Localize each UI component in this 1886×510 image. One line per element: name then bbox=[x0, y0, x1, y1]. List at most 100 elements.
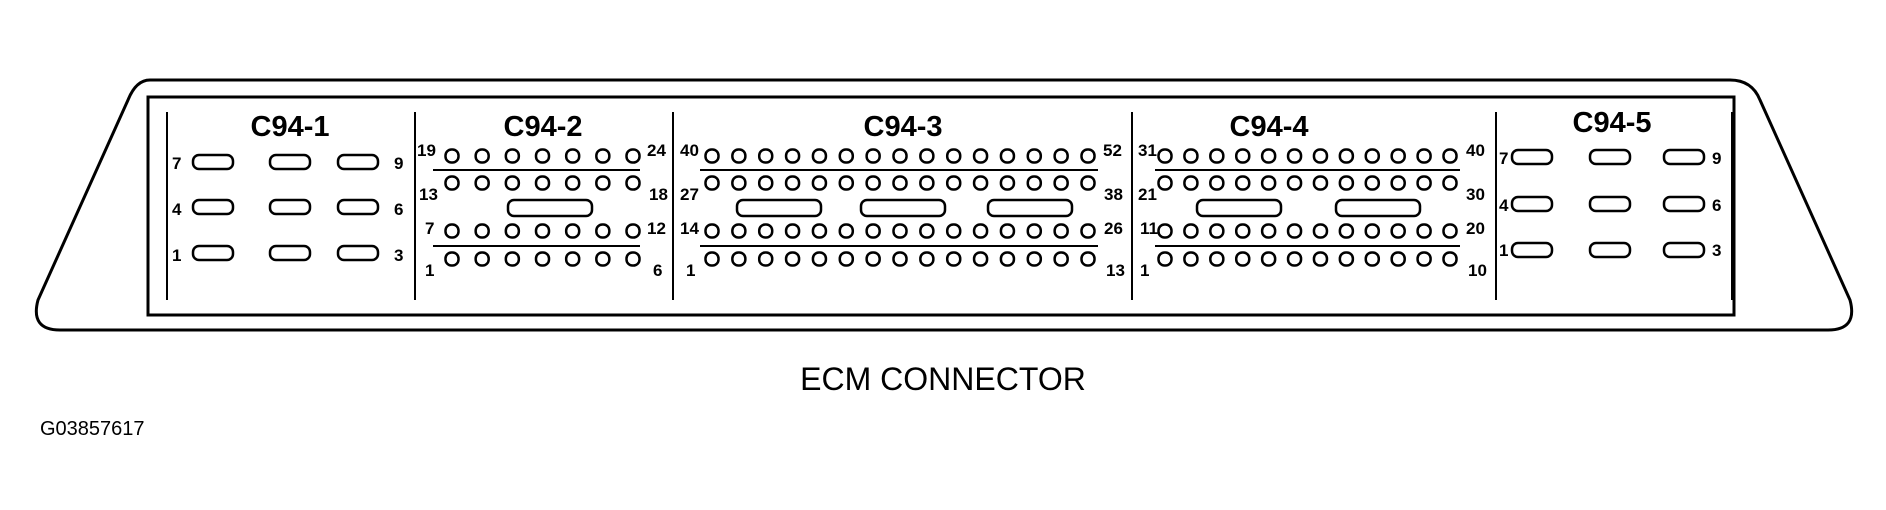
pin-cavity bbox=[1338, 223, 1355, 239]
pin-cavity bbox=[1080, 148, 1096, 164]
pin-cavity bbox=[1416, 223, 1432, 239]
pin-cavity bbox=[1442, 148, 1458, 164]
pin-cavity bbox=[1416, 148, 1432, 164]
pin-label: 13 bbox=[1106, 261, 1125, 280]
pin-cavity bbox=[1662, 195, 1706, 213]
pin-label: 10 bbox=[1468, 261, 1487, 280]
pin-cavity bbox=[892, 148, 908, 164]
pin-cavity bbox=[1338, 175, 1355, 191]
pin-cavity bbox=[1338, 251, 1355, 267]
pin-cavity bbox=[1416, 175, 1432, 191]
pin-cavity bbox=[757, 251, 774, 267]
pin-cavity-large bbox=[1334, 198, 1422, 218]
pin-cavity bbox=[1286, 148, 1303, 164]
pin-cavity bbox=[268, 244, 312, 262]
pin-cavity bbox=[704, 148, 720, 164]
connector-title: C94-5 bbox=[1573, 107, 1652, 139]
pin-cavity bbox=[1209, 223, 1225, 239]
pin-label: 18 bbox=[649, 185, 668, 204]
pin-cavity bbox=[444, 251, 460, 267]
pin-label: 12 bbox=[647, 219, 666, 238]
pin-cavity bbox=[1080, 223, 1096, 239]
pin-cavity bbox=[972, 223, 989, 239]
pin-label: 38 bbox=[1104, 185, 1123, 204]
pin-cavity bbox=[838, 175, 855, 191]
pin-cavity bbox=[625, 175, 641, 191]
connector-c94-4: C94-4 31 40 21 30 11 20 1 10 bbox=[1138, 111, 1487, 280]
pin-cavity bbox=[1364, 175, 1381, 191]
pin-label: 6 bbox=[1712, 196, 1721, 215]
pin-cavity bbox=[1312, 148, 1329, 164]
pin-cavity bbox=[336, 244, 380, 262]
pin-cavity bbox=[784, 223, 801, 239]
pin-label: 30 bbox=[1466, 185, 1485, 204]
pin-cavity bbox=[534, 223, 551, 239]
pin-cavity bbox=[336, 153, 380, 171]
pin-label: 3 bbox=[1712, 241, 1721, 260]
connector-title: C94-4 bbox=[1230, 111, 1309, 143]
pin-cavity bbox=[1588, 241, 1632, 259]
pin-cavity bbox=[1183, 223, 1199, 239]
pin-label: 4 bbox=[1499, 196, 1509, 215]
pin-cavity bbox=[704, 223, 720, 239]
pin-cavity bbox=[731, 223, 747, 239]
pin-cavity bbox=[704, 251, 720, 267]
pin-cavity bbox=[1416, 251, 1432, 267]
pin-cavity bbox=[784, 251, 801, 267]
connector-title: C94-1 bbox=[251, 111, 330, 143]
pin-cavity bbox=[811, 148, 828, 164]
pin-cavity bbox=[1510, 241, 1554, 259]
pin-cavity bbox=[625, 251, 641, 267]
pin-cavity bbox=[1364, 148, 1381, 164]
pin-cavity bbox=[1662, 241, 1706, 259]
pin-cavity bbox=[865, 175, 881, 191]
pin-cavity bbox=[191, 244, 235, 262]
pin-label: 7 bbox=[172, 154, 181, 173]
pin-cavity bbox=[919, 175, 935, 191]
pin-cavity bbox=[757, 148, 774, 164]
pin-cavity bbox=[865, 148, 881, 164]
pin-cavity bbox=[444, 223, 460, 239]
pin-cavity bbox=[1157, 251, 1173, 267]
pin-label: 3 bbox=[394, 246, 403, 265]
pin-cavity bbox=[999, 175, 1016, 191]
pin-cavity bbox=[972, 148, 989, 164]
pin-label: 26 bbox=[1104, 219, 1123, 238]
pin-label: 1 bbox=[1140, 261, 1149, 280]
pin-cavity bbox=[865, 251, 881, 267]
pin-cavity bbox=[1442, 223, 1458, 239]
pin-label: 1 bbox=[425, 261, 434, 280]
pin-cavity bbox=[838, 223, 855, 239]
pin-cavity bbox=[1260, 251, 1277, 267]
pin-cavity bbox=[865, 223, 881, 239]
pin-cavity bbox=[1390, 223, 1406, 239]
pin-cavity bbox=[534, 148, 551, 164]
pin-cavity bbox=[1312, 251, 1329, 267]
pin-cavity bbox=[919, 223, 935, 239]
pin-label: 4 bbox=[172, 200, 182, 219]
pin-cavity bbox=[1234, 223, 1251, 239]
pin-label: 6 bbox=[653, 261, 662, 280]
pin-label: 31 bbox=[1138, 141, 1157, 160]
pin-cavity bbox=[1390, 175, 1406, 191]
pin-cavity-large bbox=[506, 198, 594, 218]
pin-cavity bbox=[1053, 175, 1069, 191]
pin-cavity-large bbox=[1195, 198, 1283, 218]
pin-cavity bbox=[731, 148, 747, 164]
pin-cavity bbox=[1312, 175, 1329, 191]
pin-cavity bbox=[1026, 223, 1043, 239]
pin-cavity bbox=[1209, 175, 1225, 191]
pin-cavity bbox=[1510, 195, 1554, 213]
pin-cavity bbox=[474, 223, 490, 239]
pin-cavity bbox=[945, 223, 962, 239]
pin-cavity bbox=[999, 223, 1016, 239]
pin-cavity bbox=[1183, 175, 1199, 191]
pin-cavity bbox=[1234, 175, 1251, 191]
pin-cavity bbox=[191, 153, 235, 171]
pin-cavity bbox=[1338, 148, 1355, 164]
pin-cavity bbox=[595, 251, 611, 267]
pin-cavity bbox=[595, 148, 611, 164]
pin-cavity bbox=[919, 251, 935, 267]
pin-cavity bbox=[1442, 251, 1458, 267]
pin-label: 13 bbox=[419, 185, 438, 204]
